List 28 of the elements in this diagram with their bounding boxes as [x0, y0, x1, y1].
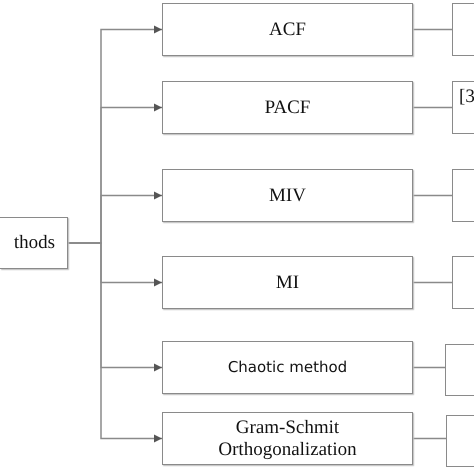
- box-label: ACF: [269, 18, 306, 40]
- empty-box: [452, 169, 474, 222]
- process-box: [162, 256, 413, 309]
- process-box: [452, 81, 474, 134]
- empty-box: [446, 415, 474, 467]
- box-label: MI: [276, 272, 300, 294]
- arrow: [68, 242, 162, 442]
- process-box: [0, 217, 68, 269]
- connector-line: [413, 366, 445, 368]
- process-box: [162, 169, 413, 222]
- box-label: Gram-Schmit Orthogonalization: [217, 416, 358, 460]
- connector-line: [413, 106, 452, 108]
- box-label: thods: [14, 232, 55, 254]
- box-label: MIV: [269, 184, 306, 206]
- connector-line: [413, 28, 452, 30]
- process-box: [162, 3, 413, 56]
- box-label: [3: [459, 86, 474, 108]
- box-label: PACF: [264, 96, 310, 118]
- empty-box: [452, 3, 474, 56]
- process-box: [162, 81, 413, 134]
- box-label: Chaotic method: [228, 358, 348, 376]
- empty-box: [445, 344, 474, 396]
- process-box: [162, 412, 413, 465]
- process-box: [162, 341, 413, 394]
- empty-box: [452, 256, 474, 309]
- connector-line: [413, 194, 452, 196]
- connector-line: [413, 438, 446, 440]
- connector-line: [413, 282, 452, 284]
